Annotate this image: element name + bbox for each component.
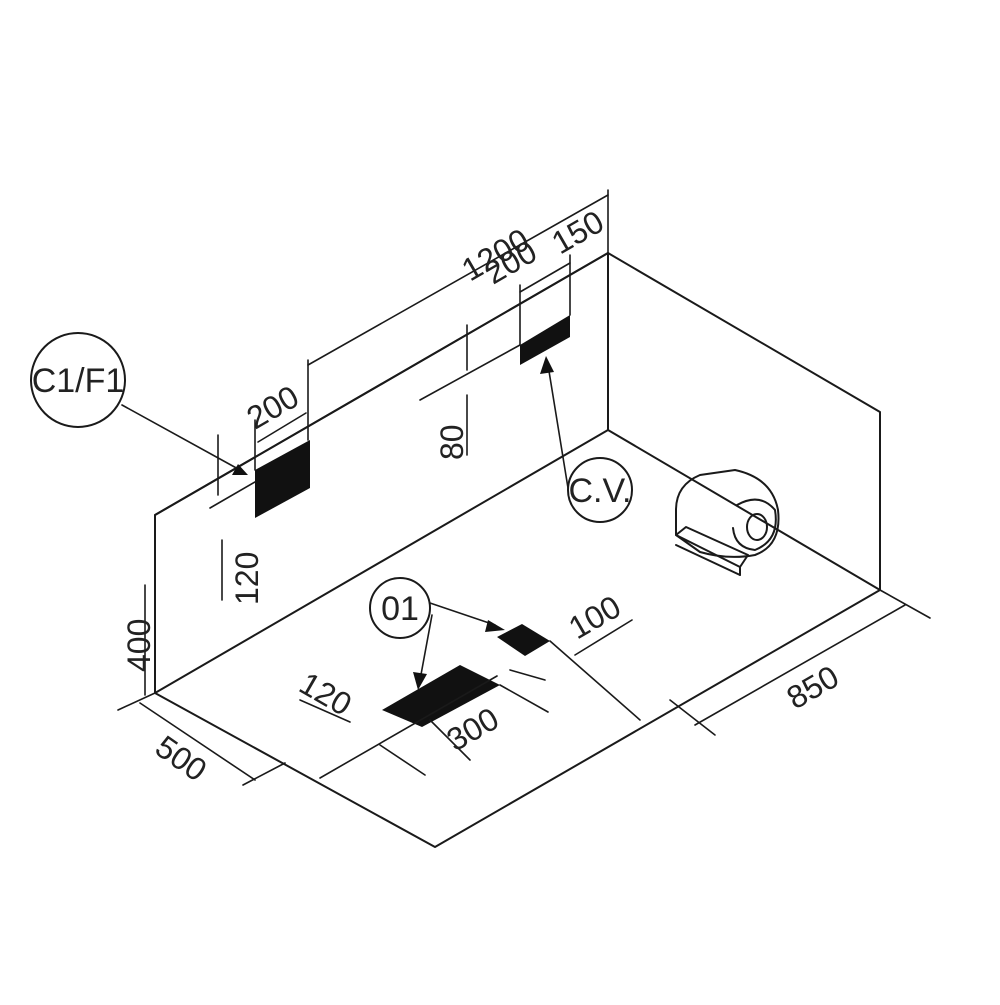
dim-400-label: 400 [121, 619, 157, 672]
fan-unit [675, 469, 780, 576]
right-wall [607, 252, 881, 591]
dim-floor-120-label: 120 [294, 665, 358, 723]
floor-outline [154, 429, 881, 848]
dim-floor-100-label: 100 [563, 588, 627, 646]
floor-opening-large [382, 665, 500, 727]
callout-c1f1-label: C1/F1 [32, 362, 125, 400]
rear-left-opening [255, 440, 310, 518]
dim-80: 80 [419, 324, 521, 460]
dim-500: 500 [139, 702, 286, 788]
dim-850-label: 850 [781, 658, 845, 716]
floor-opening-small [497, 624, 550, 656]
dim-rear-left-120: 120 [209, 434, 265, 605]
dim-850: 850 [669, 589, 931, 736]
box-outline [154, 252, 881, 848]
dim-rear-left-200-label: 200 [241, 378, 305, 436]
callout-c1f1: C1/F1 [30, 332, 248, 475]
callout-cv: C.V. [540, 356, 633, 523]
dim-80-label: 80 [434, 424, 470, 460]
callout-o1-label: 01 [381, 590, 419, 628]
callout-o1: 01 [369, 577, 505, 690]
rear-right-opening [520, 315, 570, 365]
dim-400: 400 [117, 584, 157, 711]
top-front-edge [154, 252, 609, 516]
dim-rear-right-150-label: 150 [546, 203, 610, 261]
dim-rear-left-120-label: 120 [229, 552, 265, 605]
dim-500-label: 500 [149, 728, 213, 788]
callout-cv-label: C.V. [568, 472, 631, 510]
dim-rear-right: 200 150 [479, 203, 610, 346]
